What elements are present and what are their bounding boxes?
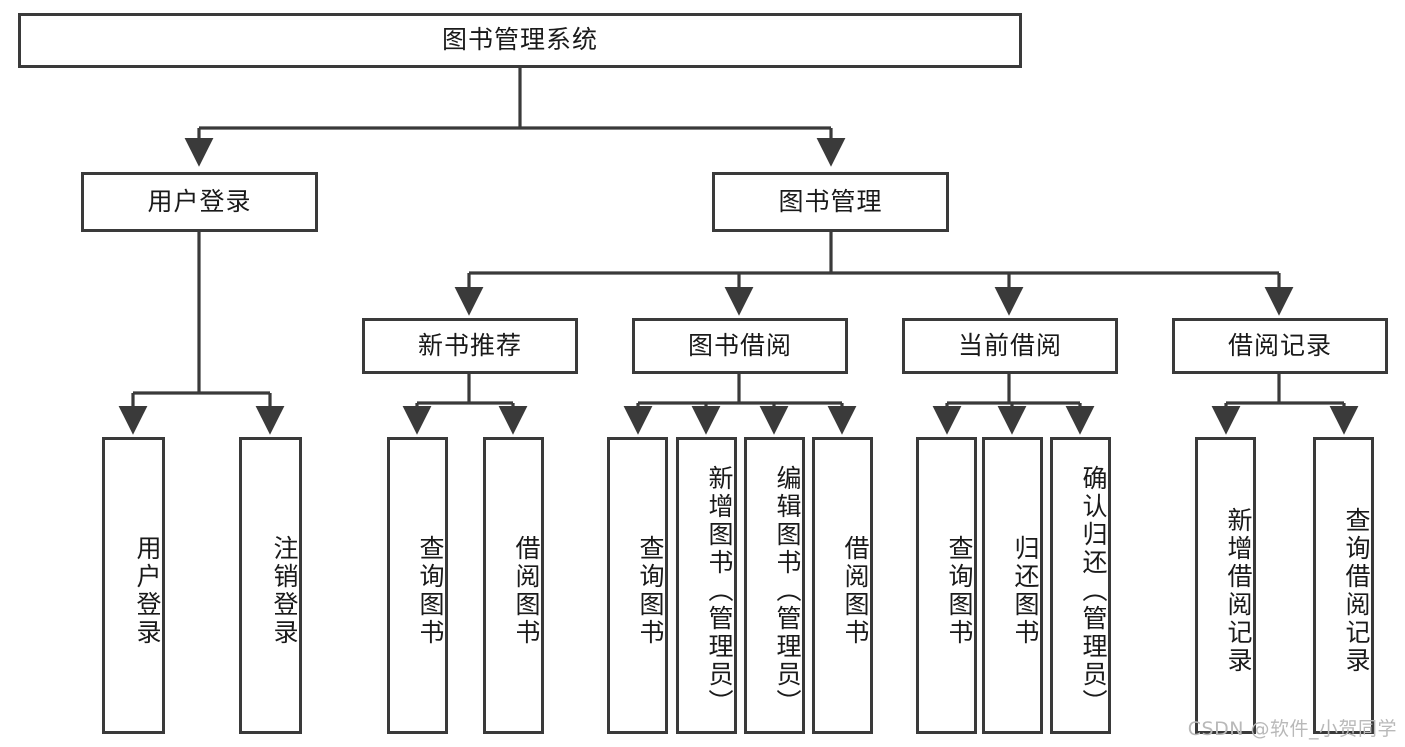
node-leaf-return-book[interactable]: 归还图书 xyxy=(982,437,1043,734)
node-leaf-query-record[interactable]: 查询借阅记录 xyxy=(1313,437,1374,734)
watermark-text: CSDN @软件_小贺同学 xyxy=(1187,718,1397,740)
node-leaf-borrow-book-2-label: 借阅图书 xyxy=(841,534,870,647)
node-leaf-add-record-label: 新增借阅记录 xyxy=(1224,506,1253,675)
node-leaf-query-book-1-label: 查询图书 xyxy=(416,534,445,647)
node-leaf-user-login-label: 用户登录 xyxy=(133,534,162,647)
node-book-borrow[interactable]: 图书借阅 xyxy=(632,318,848,374)
node-leaf-confirm-return-label: 确认归还（管理员） xyxy=(1079,464,1108,717)
node-leaf-query-book-3[interactable]: 查询图书 xyxy=(916,437,977,734)
node-book-manage[interactable]: 图书管理 xyxy=(712,172,949,232)
node-new-book-recommend-label: 新书推荐 xyxy=(417,330,522,360)
node-leaf-return-book-label: 归还图书 xyxy=(1011,534,1040,647)
node-current-borrow-label: 当前借阅 xyxy=(957,330,1062,360)
node-leaf-add-book[interactable]: 新增图书（管理员） xyxy=(676,437,737,734)
node-leaf-borrow-book-1[interactable]: 借阅图书 xyxy=(483,437,544,734)
node-leaf-query-book-2-label: 查询图书 xyxy=(636,534,665,647)
node-leaf-query-book-2[interactable]: 查询图书 xyxy=(607,437,668,734)
node-borrow-record[interactable]: 借阅记录 xyxy=(1172,318,1388,374)
node-user-login[interactable]: 用户登录 xyxy=(81,172,318,232)
node-leaf-logout[interactable]: 注销登录 xyxy=(239,437,302,734)
node-leaf-add-book-label: 新增图书（管理员） xyxy=(705,464,734,717)
node-current-borrow[interactable]: 当前借阅 xyxy=(902,318,1118,374)
node-root-label: 图书管理系统 xyxy=(441,25,598,55)
node-new-book-recommend[interactable]: 新书推荐 xyxy=(362,318,578,374)
node-leaf-edit-book-label: 编辑图书（管理员） xyxy=(773,464,802,717)
node-leaf-borrow-book-1-label: 借阅图书 xyxy=(512,534,541,647)
node-user-login-label: 用户登录 xyxy=(147,186,252,216)
node-leaf-query-book-1[interactable]: 查询图书 xyxy=(387,437,448,734)
node-leaf-query-record-label: 查询借阅记录 xyxy=(1342,506,1371,675)
node-leaf-add-record[interactable]: 新增借阅记录 xyxy=(1195,437,1256,734)
node-borrow-record-label: 借阅记录 xyxy=(1227,330,1332,360)
node-leaf-borrow-book-2[interactable]: 借阅图书 xyxy=(812,437,873,734)
node-leaf-logout-label: 注销登录 xyxy=(270,534,299,647)
node-leaf-query-book-3-label: 查询图书 xyxy=(945,534,974,647)
node-book-manage-label: 图书管理 xyxy=(778,186,883,216)
node-leaf-edit-book[interactable]: 编辑图书（管理员） xyxy=(744,437,805,734)
node-book-borrow-label: 图书借阅 xyxy=(687,330,792,360)
node-root[interactable]: 图书管理系统 xyxy=(18,13,1022,68)
node-leaf-confirm-return[interactable]: 确认归还（管理员） xyxy=(1050,437,1111,734)
node-leaf-user-login[interactable]: 用户登录 xyxy=(102,437,165,734)
